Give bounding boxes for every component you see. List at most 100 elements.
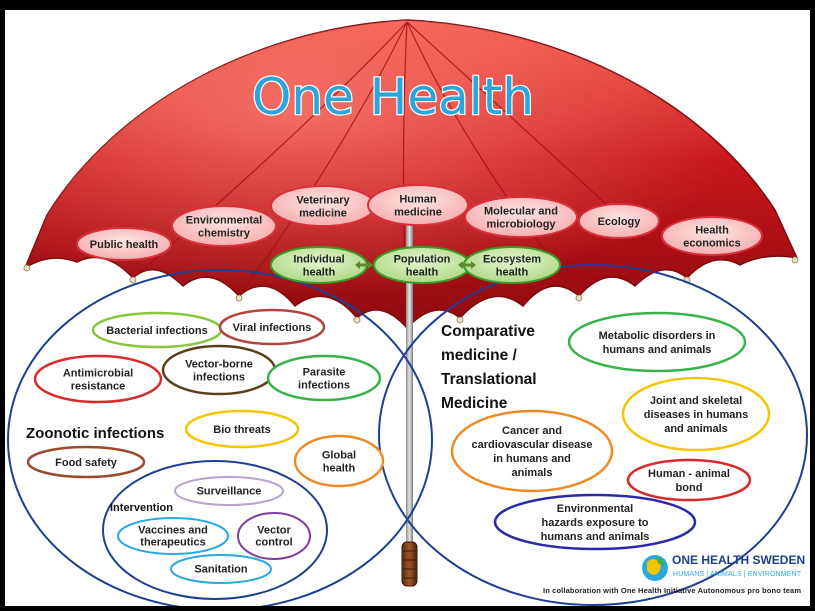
environmental-hazards-bubble: Environmental hazards exposure to humans a… bbox=[493, 493, 697, 551]
metabolic-disorders-oval bbox=[567, 311, 747, 373]
label-line: Sanitation bbox=[194, 563, 247, 575]
label-line: bond bbox=[676, 482, 703, 494]
food-safety-oval bbox=[26, 445, 146, 479]
label-line: Veterinary bbox=[296, 194, 350, 206]
label-line: Population bbox=[394, 253, 451, 265]
label-line: Joint and skeletal bbox=[650, 395, 742, 407]
arrow-head-icon bbox=[458, 261, 476, 269]
label-line: Vaccines and bbox=[138, 524, 208, 536]
label-line: and animals bbox=[664, 423, 728, 435]
label-line: hazards exposure to bbox=[542, 517, 649, 529]
label-line: control bbox=[255, 536, 292, 548]
human-animal-bond-bubble: Human - animal bond bbox=[626, 458, 752, 502]
public-health-bubble: Public health bbox=[76, 227, 172, 261]
label-line: Individual bbox=[293, 253, 344, 265]
label-line: Viral infections bbox=[233, 322, 312, 334]
diagram-labels: Public healthEnvironmentalchemistryVeter… bbox=[26, 184, 771, 584]
label-line: in humans and bbox=[493, 453, 571, 465]
rib-tips bbox=[23, 256, 799, 324]
diagram-canvas: One Health Public healthEnvironmentalche… bbox=[7, 19, 808, 606]
label-line: Global bbox=[322, 449, 356, 461]
viral-infections-bubble: Viral infections bbox=[218, 308, 326, 346]
environmental-hazards-oval bbox=[493, 493, 697, 551]
intervention-circle bbox=[102, 460, 328, 600]
human-medicine-oval bbox=[367, 184, 469, 226]
vaccines-therapeutics-oval bbox=[117, 517, 229, 555]
label-line: Ecosystem bbox=[483, 253, 541, 265]
label-line: Bacterial infections bbox=[106, 325, 207, 337]
joint-skeletal-bubble: Joint and skeletal diseases in humans and … bbox=[621, 376, 771, 452]
label-line: Parasite bbox=[303, 366, 346, 378]
comparative-heading: Comparative medicine / TranslationalMedici… bbox=[441, 323, 537, 412]
bio-threats-bubble: Bio threats bbox=[184, 409, 300, 449]
metabolic-disorders-bubble: Metabolic disorders in humans and animals bbox=[567, 311, 747, 373]
label-line: Public health bbox=[90, 239, 159, 251]
label-line: economics bbox=[683, 237, 740, 249]
comparative-heading-line: Translational bbox=[441, 371, 537, 388]
label-line: Ecology bbox=[598, 216, 642, 228]
vector-control-oval bbox=[237, 512, 311, 560]
label-line: humans and animals bbox=[541, 531, 650, 543]
comparative-heading-line: Medicine bbox=[441, 395, 508, 412]
label-line: health bbox=[323, 462, 356, 474]
label-line: medicine bbox=[394, 206, 442, 218]
intervention-heading: Intervention bbox=[110, 502, 173, 514]
label-line: health bbox=[496, 266, 529, 278]
label-line: Antimicrobial bbox=[63, 367, 133, 379]
logo-tagline: HUMANS | ANIMALS | ENVIRONMENT bbox=[673, 571, 802, 578]
label-line: Molecular and bbox=[484, 205, 558, 217]
label-line: Metabolic disorders in bbox=[599, 330, 716, 342]
antimicrobial-resistance-oval bbox=[33, 354, 163, 404]
joint-skeletal-oval bbox=[621, 376, 771, 452]
arrow-head-icon bbox=[355, 261, 373, 269]
logo-name: ONE HEALTH SWEDEN bbox=[672, 553, 805, 567]
health-economics-oval bbox=[661, 216, 763, 256]
label-line: humans and animals bbox=[603, 344, 712, 356]
label-line: Vector-borne bbox=[185, 358, 253, 370]
label-line: cardiovascular disease bbox=[471, 439, 592, 451]
environmental-chemistry-oval bbox=[171, 205, 277, 247]
umbrella-handle bbox=[401, 541, 418, 587]
diagram-title: One Health bbox=[252, 68, 534, 126]
sanitation-bubble: Sanitation bbox=[170, 554, 272, 584]
label-line: resistance bbox=[71, 380, 125, 392]
label-line: microbiology bbox=[486, 218, 556, 230]
molecular-microbiology-oval bbox=[464, 196, 578, 238]
ecology-oval bbox=[578, 203, 660, 239]
label-line: health bbox=[406, 266, 439, 278]
label-line: medicine bbox=[299, 207, 347, 219]
umbrella-canopy-shine bbox=[25, 20, 797, 328]
label-line: Environmental bbox=[557, 503, 633, 515]
label-line: health bbox=[303, 266, 336, 278]
label-line: chemistry bbox=[198, 227, 251, 239]
human-animal-bond-oval bbox=[626, 458, 752, 502]
bio-threats-oval bbox=[184, 409, 300, 449]
label-line: Human - animal bbox=[648, 468, 730, 480]
comparative-heading-line: Comparative bbox=[441, 323, 535, 340]
sanitation-oval bbox=[170, 554, 272, 584]
label-line: Human bbox=[399, 193, 437, 205]
viral-infections-oval bbox=[218, 308, 326, 346]
public-health-oval bbox=[76, 227, 172, 261]
label-line: infections bbox=[298, 379, 350, 391]
surveillance-oval bbox=[174, 476, 284, 506]
label-line: diseases in humans bbox=[644, 409, 749, 421]
one-health-sweden-logo: ONE HEALTH SWEDEN HUMANS | ANIMALS | ENVI… bbox=[543, 553, 805, 595]
comparative-heading-line: medicine / bbox=[441, 347, 517, 364]
global-health-oval bbox=[293, 434, 385, 488]
handle-grooves bbox=[403, 550, 416, 579]
label-line: Environmental bbox=[186, 214, 262, 226]
parasite-infections-oval bbox=[266, 354, 382, 402]
label-line: infections bbox=[193, 371, 245, 383]
